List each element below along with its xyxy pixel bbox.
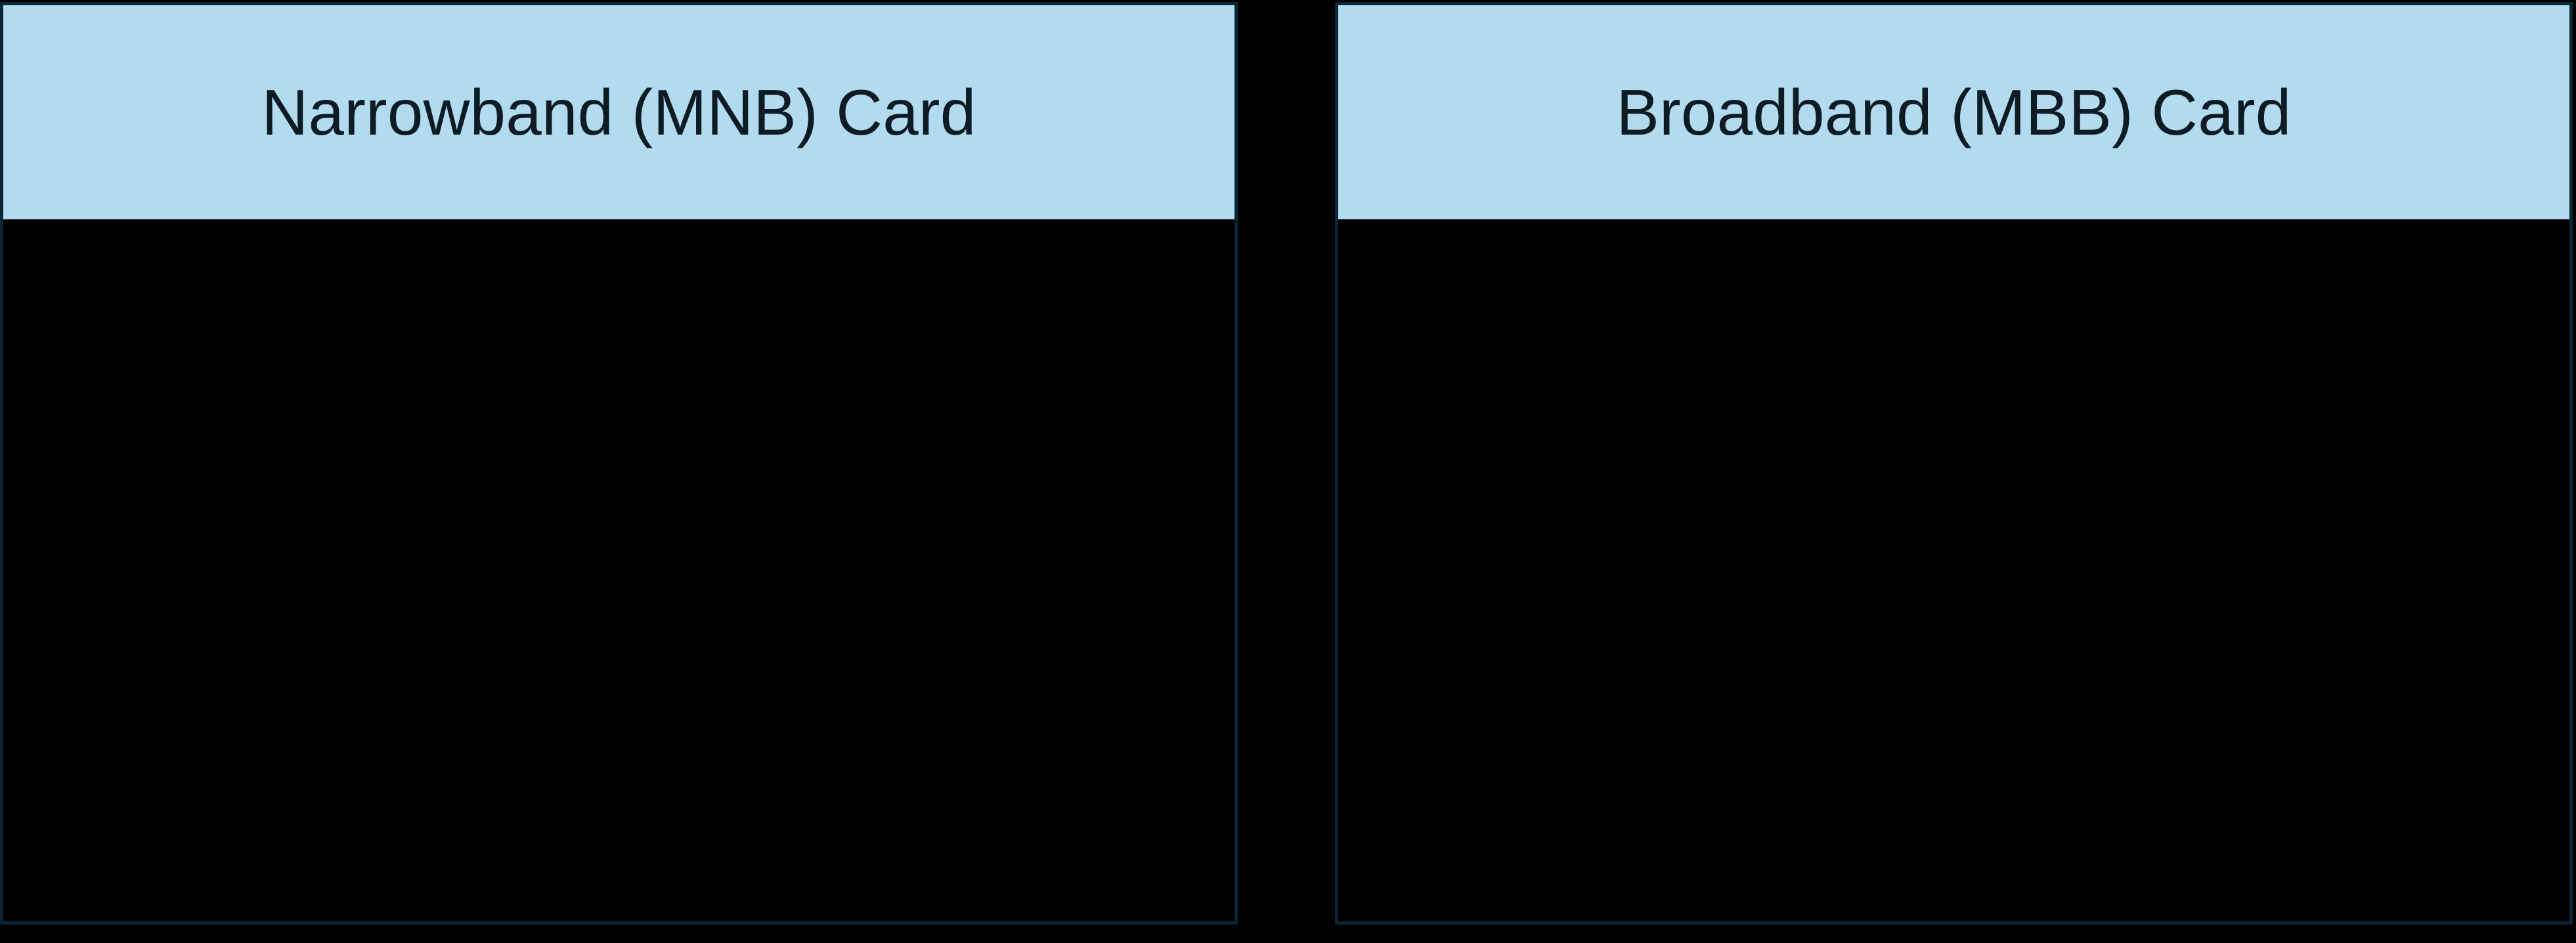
card-narrowband-body — [3, 219, 1234, 921]
card-broadband[interactable]: Broadband (MBB) Card — [1335, 2, 2573, 925]
card-broadband-header: Broadband (MBB) Card — [1338, 5, 2569, 219]
card-broadband-body — [1338, 219, 2569, 921]
card-narrowband-header: Narrowband (MNB) Card — [3, 5, 1234, 219]
card-narrowband-title: Narrowband (MNB) Card — [261, 76, 976, 148]
card-broadband-body-content — [1338, 219, 2569, 921]
card-narrowband[interactable]: Narrowband (MNB) Card — [0, 2, 1238, 925]
card-broadband-title: Broadband (MBB) Card — [1616, 76, 2292, 148]
card-narrowband-body-content — [3, 219, 1234, 921]
